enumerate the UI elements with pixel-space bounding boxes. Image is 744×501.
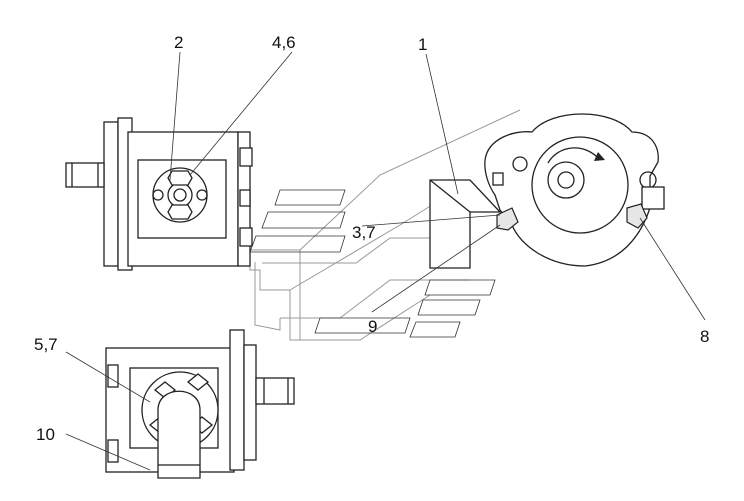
callout-9: 9 <box>368 317 377 336</box>
ghost-plates <box>249 109 521 341</box>
callout-8: 8 <box>700 327 709 346</box>
callout-1: 1 <box>418 35 427 54</box>
callout-5-7: 5,7 <box>34 335 58 354</box>
gasket-block <box>429 179 502 269</box>
callout-2: 2 <box>174 33 183 52</box>
callout-4-6: 4,6 <box>272 33 296 52</box>
pump-side-view <box>65 117 253 271</box>
callout-10: 10 <box>36 425 55 444</box>
pump-front-view <box>484 113 665 267</box>
leader-lines <box>65 51 706 471</box>
callout-3-7: 3,7 <box>352 223 376 242</box>
callout-labels: 2 4,6 1 3,7 9 8 5,7 10 <box>34 33 709 444</box>
pump-bottom-view <box>105 329 295 479</box>
